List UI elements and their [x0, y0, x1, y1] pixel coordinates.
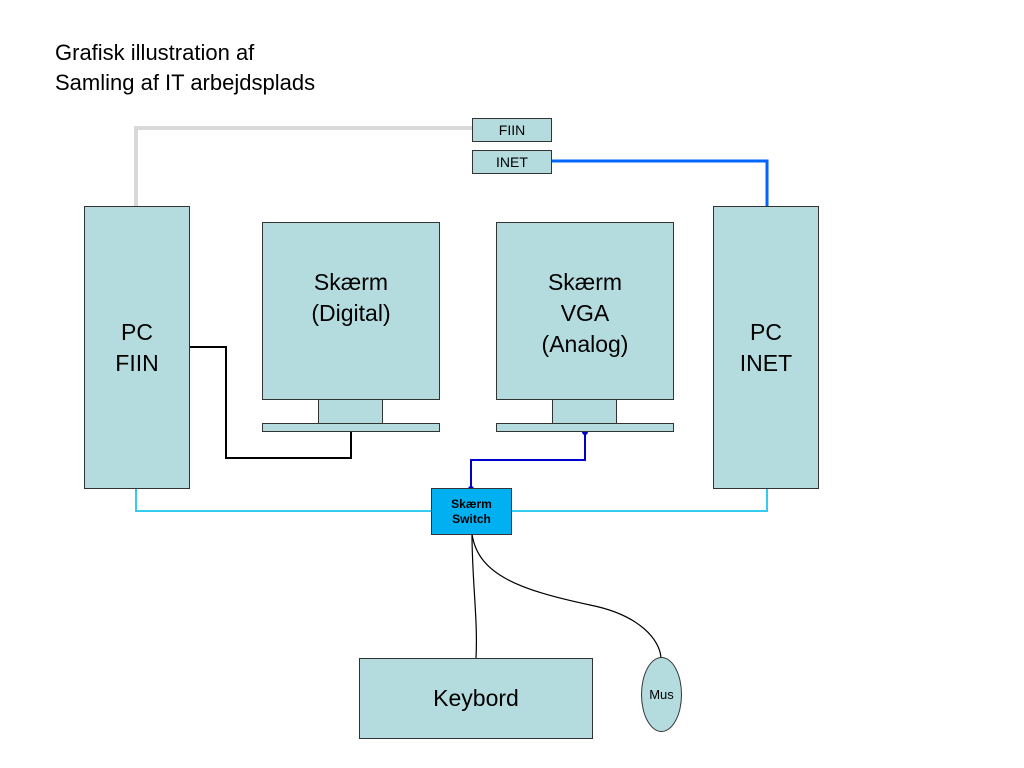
diagram-title: Grafisk illustration af Samling af IT ar…	[55, 38, 315, 98]
screen-vga-label: Skærm VGA (Analog)	[541, 269, 629, 357]
title-line-1: Grafisk illustration af	[55, 40, 255, 65]
fiin-cable	[134, 126, 472, 206]
keyboard-cable	[471, 533, 477, 659]
mouse: Mus	[641, 657, 682, 732]
pc-fiin-label: PC FIIN	[115, 318, 159, 376]
mouse-cable	[471, 533, 662, 659]
screen-vga: Skærm VGA (Analog)	[496, 222, 674, 400]
pc-inet-tower: PC INET	[713, 206, 819, 489]
title-line-2: Samling af IT arbejdsplads	[55, 70, 316, 95]
screen-switch-label: Skærm Switch	[451, 496, 492, 526]
screen-vga-neck	[552, 399, 617, 424]
digital-screen-cable	[189, 346, 352, 459]
inet-port: INET	[472, 150, 552, 174]
inet-cable	[552, 159, 769, 206]
screen-digital-base	[262, 423, 440, 432]
keyboard-label: Keybord	[433, 685, 519, 711]
pc-fiin-to-switch-cable	[135, 488, 432, 512]
pc-fiin-tower: PC FIIN	[84, 206, 190, 489]
vga-cable	[470, 432, 586, 489]
fiin-port-label: FIIN	[498, 122, 526, 138]
fiin-port: FIIN	[472, 118, 552, 142]
keyboard: Keybord	[359, 658, 593, 739]
mouse-label: Mus	[649, 687, 674, 702]
pc-inet-to-switch-cable	[511, 488, 768, 512]
inet-port-label: INET	[496, 154, 528, 170]
screen-digital-label: Skærm (Digital)	[311, 269, 391, 326]
screen-switch: Skærm Switch	[431, 488, 512, 535]
screen-digital: Skærm (Digital)	[262, 222, 440, 400]
screen-digital-neck	[318, 399, 383, 424]
screen-vga-base	[496, 423, 674, 432]
pc-inet-label: PC INET	[739, 318, 793, 376]
